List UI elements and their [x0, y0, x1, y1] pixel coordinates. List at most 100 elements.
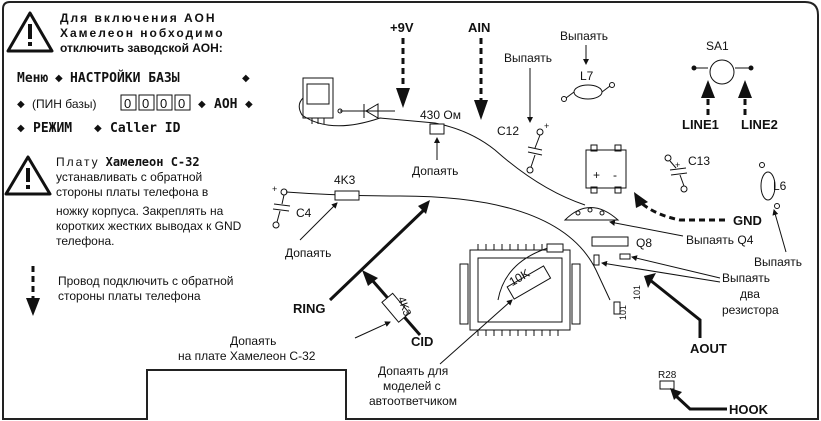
label-r28: R28: [658, 370, 677, 381]
label-vypaiat-l7: Выпаять: [560, 29, 608, 43]
dashed-arrow-icon: [26, 266, 40, 316]
arrow-hook: [674, 394, 727, 411]
label-dopaiat-cham-2: на плате Хамелеон С-32: [178, 349, 316, 363]
svg-text:+: +: [675, 160, 680, 170]
label-430: 430 Ом: [420, 108, 461, 122]
label-vypaiat-two-2: два: [740, 287, 760, 301]
menu-settings: НАСТРОЙКИ БАЗЫ: [70, 70, 180, 86]
label-c4: C4: [296, 206, 312, 220]
arrow-head: [701, 80, 715, 98]
label-dopaiat-430: Допаять: [412, 164, 458, 178]
note-top-line2: Хамелеон нобходимо: [60, 26, 225, 40]
pin-digit: 0: [142, 96, 149, 111]
label-line1: LINE1: [682, 117, 719, 132]
label-dopaiat-models-2: моделей с: [383, 379, 441, 393]
note-mid-line6: телефона.: [56, 234, 115, 248]
capacitor-c13: [664, 154, 688, 193]
label-vypaiat-two-3: резистора: [722, 303, 779, 317]
note-top-line1: Для включения АОН: [60, 11, 217, 25]
diamond-icon: ◆: [94, 123, 102, 134]
q4-component: [563, 207, 620, 221]
label-line2: LINE2: [741, 117, 778, 132]
switch-sa1: [691, 59, 754, 85]
resistor-r28: [659, 380, 675, 390]
label-sa1: SA1: [706, 39, 729, 53]
note-mid-line5: коротких жестких выводах к GND: [56, 219, 242, 233]
warning-icon: [6, 11, 54, 53]
resistor-10k: [506, 265, 552, 300]
label-ring: RING: [293, 301, 326, 316]
label-dopaiat-models-1: Допаять для: [378, 364, 448, 378]
svg-text:+: +: [593, 168, 600, 182]
arrow-head: [362, 270, 378, 286]
warning-icon: [4, 155, 52, 196]
menu-mode: РЕЖИМ: [33, 121, 72, 136]
label-l7: L7: [580, 69, 594, 83]
menu-pin-label: (ПИН базы): [32, 97, 97, 111]
label-vypaiat-two-1: Выпаять: [722, 271, 770, 285]
capacitor-c12: [526, 128, 544, 174]
label-cid: CID: [411, 334, 433, 349]
label-c12: C12: [497, 124, 519, 138]
arrow-head: [644, 273, 656, 288]
pin-digits: 0 0 0 0: [120, 94, 191, 111]
note-mid-line4: ножку корпуса. Закреплять на: [56, 204, 224, 218]
label-9v: +9V: [390, 20, 414, 35]
note-mid-line1b: Хамелеон С-32: [106, 155, 200, 169]
label-hook: HOOK: [729, 402, 769, 417]
note-mid-line2: устанавливать с обратной: [56, 170, 202, 184]
label-dopaiat-cham-1: Допаять: [230, 334, 276, 348]
diamond-icon: ◆: [198, 99, 206, 110]
resistor-4k3-cid: [381, 292, 411, 323]
menu-caller-id: Caller ID: [110, 121, 181, 136]
label-c13: C13: [688, 154, 710, 168]
arrow-head: [396, 88, 410, 108]
note-mid-line1a: Плату: [56, 155, 100, 169]
pin-digit: 0: [160, 96, 167, 111]
regulator-component: [302, 77, 334, 124]
wire-4k3: [285, 191, 611, 301]
diamond-icon: ◆: [245, 99, 253, 110]
arrow-head: [418, 200, 430, 214]
diamond-icon: ◆: [55, 73, 63, 84]
capacitor-c4: [272, 188, 291, 229]
label-aout: AOUT: [690, 341, 727, 356]
note-wire-line1: Провод подключить с обратной: [58, 274, 234, 288]
arrow-head: [634, 192, 648, 208]
pin-digit: 0: [124, 96, 131, 111]
arrow-head: [670, 388, 682, 400]
note-mid-line3: стороны платы телефона в: [56, 185, 208, 199]
label-101-a: 101: [618, 305, 628, 320]
arrow-ring: [328, 206, 428, 302]
label-vypaiat-c12: Выпаять: [504, 51, 552, 65]
label-101-b: 101: [632, 285, 642, 300]
label-ain: AIN: [468, 20, 490, 35]
menu-label: Меню: [17, 71, 48, 86]
label-vypaiat-l6: Выпаять: [754, 255, 802, 269]
label-4k3-top: 4K3: [334, 173, 356, 187]
arrow-head: [738, 80, 752, 98]
transistor-box: [585, 144, 627, 194]
svg-text:-: -: [613, 168, 617, 182]
inductor-l7: [561, 82, 615, 102]
resistor-430: [429, 123, 445, 135]
label-gnd: GND: [733, 213, 762, 228]
arrow-head: [474, 100, 488, 120]
arrow-aout: [649, 278, 702, 338]
diode-icon: [337, 103, 395, 119]
label-q8: Q8: [636, 236, 652, 250]
note-wire-line2: стороны платы телефона: [58, 289, 201, 303]
label-dopaiat-models-3: автоответчиком: [369, 394, 457, 408]
note-top-line3: отключить заводской АОН:: [60, 41, 223, 55]
svg-text:+: +: [272, 184, 277, 194]
svg-text:+: +: [544, 121, 549, 131]
diamond-icon: ◆: [242, 73, 250, 84]
pin-digit: 0: [178, 96, 185, 111]
menu-aon: АОН: [214, 97, 237, 112]
resistor-4k3-top: [334, 190, 360, 201]
label-vypaiat-q4: Выпаять Q4: [686, 233, 754, 247]
label-dopaiat-4k3: Допаять: [285, 246, 331, 260]
